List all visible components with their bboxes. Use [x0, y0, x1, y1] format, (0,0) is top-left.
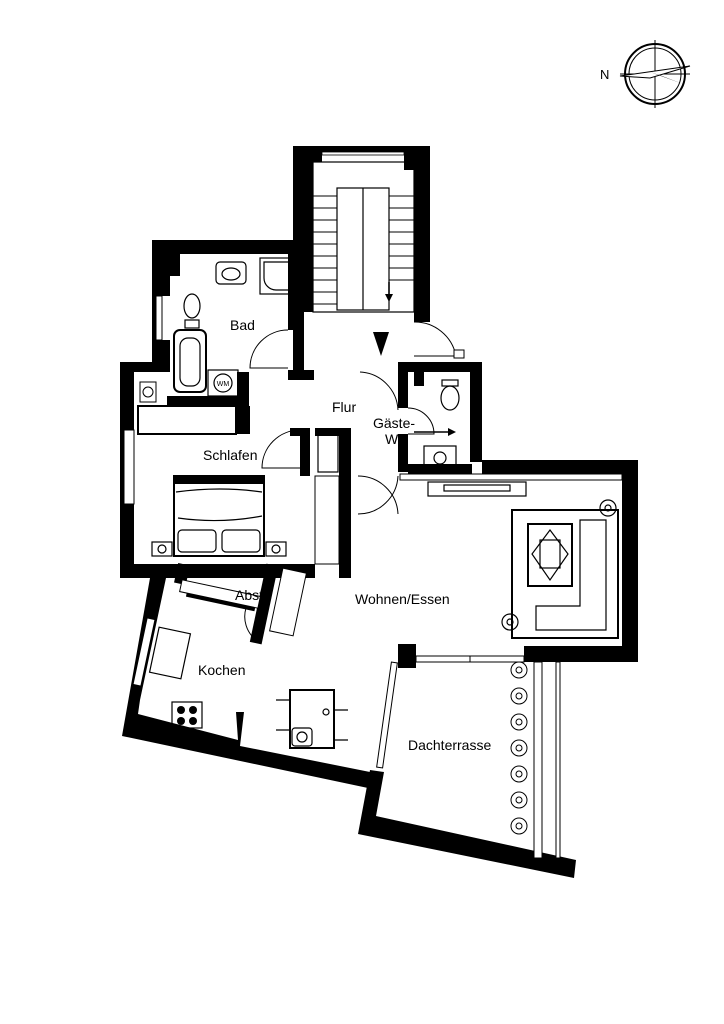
room-label-dachterrasse: Dachterrasse: [408, 737, 491, 753]
tv-sideboard-icon: [427, 481, 527, 497]
sink-icon: [148, 626, 192, 680]
entry-arrow-icon: [373, 332, 389, 356]
wohnen-fixtures: [427, 481, 619, 639]
dachterrasse-walls: [358, 661, 576, 878]
dining-table-icon: [289, 689, 335, 749]
doors: [244, 321, 465, 641]
room-label-flur: Flur: [332, 399, 356, 415]
schlafen-walls: [120, 362, 351, 578]
plant-icon: [599, 499, 617, 517]
room-label-bad: Bad: [230, 317, 255, 333]
compass-icon: N: [600, 40, 691, 108]
terrace-plants: [510, 661, 528, 835]
plant-icon: [501, 613, 519, 631]
plant-icon: [510, 713, 528, 731]
wardrobe-icon: [317, 431, 339, 473]
plant-icon: [510, 661, 528, 679]
bad-fixtures: WM: [173, 257, 301, 397]
plant-icon: [510, 687, 528, 705]
washing-machine-icon: [207, 369, 239, 397]
plant-icon: [510, 765, 528, 783]
arrow-icon: [448, 428, 456, 436]
stove-icon: [171, 701, 203, 729]
bathtub-icon: [173, 329, 207, 393]
nightstand-icon: [151, 541, 173, 557]
washing-machine-label: WM: [217, 381, 230, 388]
plant-icon: [510, 791, 528, 809]
room-label-abst: Abst.: [235, 587, 267, 603]
room-label-schlafen: Schlafen: [203, 447, 257, 463]
wohnen-walls: [398, 460, 638, 668]
room-label-kochen: Kochen: [198, 662, 245, 678]
gaeste-wc-walls: [398, 362, 482, 474]
coffee-table-icon: [527, 523, 573, 587]
washbasin-icon: [423, 445, 457, 467]
kochen-walls: [122, 562, 370, 788]
sofa-icon: [511, 509, 619, 639]
shower-icon: [259, 257, 301, 295]
room-label-gaeste-wc-2: WC: [385, 431, 408, 447]
compass-north-label: N: [600, 67, 609, 82]
staircase: [312, 161, 415, 313]
room-label-wohnen-essen: Wohnen/Essen: [355, 591, 450, 607]
plant-icon: [510, 817, 528, 835]
gaeste-wc-fixtures: [414, 379, 460, 467]
toilet-icon: [183, 293, 201, 319]
toilet-icon: [440, 385, 460, 411]
kochen-fixtures: [148, 626, 348, 749]
double-bed-icon: [173, 475, 265, 557]
plant-icon: [510, 739, 528, 757]
nightstand-icon: [265, 541, 287, 557]
schlafen-fixtures: [151, 431, 339, 557]
washbasin-icon: [215, 261, 247, 285]
room-label-gaeste-wc-1: Gäste-: [373, 415, 415, 431]
stairwell: [293, 146, 430, 370]
